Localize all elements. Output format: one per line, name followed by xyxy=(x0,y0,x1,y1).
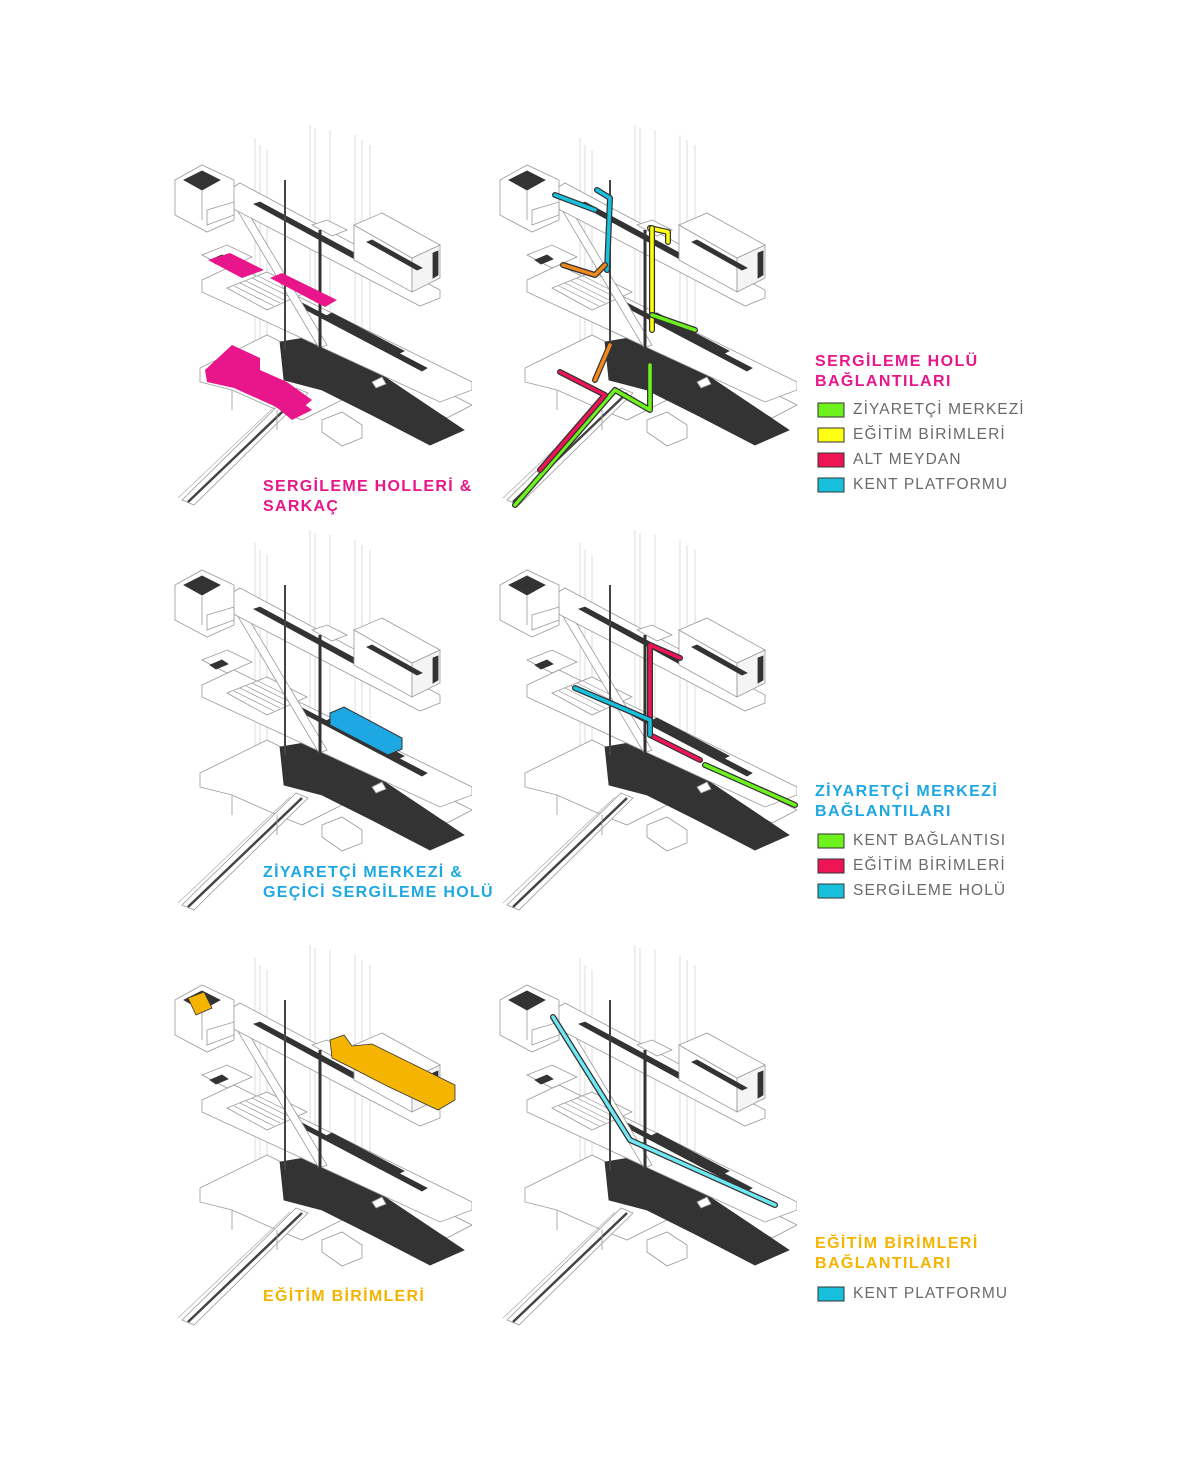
legend-label: ALT MEYDAN xyxy=(853,451,962,468)
visitor-center-highlight xyxy=(329,706,403,756)
caption-visitor-center: ZİYARETÇİ MERKEZİ & GEÇİCİ SERGİLEME HOL… xyxy=(263,863,494,903)
caption-line: GEÇİCİ SERGİLEME HOLÜ xyxy=(263,884,494,901)
legend-swatch xyxy=(817,477,845,493)
connection-lower-square xyxy=(538,370,607,472)
axonometric-instance xyxy=(498,943,797,1327)
visitor-center-connections-drawing xyxy=(498,528,798,912)
legend-item: SERGİLEME HOLÜ xyxy=(817,882,1006,900)
exhibition-highlight xyxy=(205,253,337,420)
swatch-fill xyxy=(817,477,845,493)
connection-orange xyxy=(561,263,607,277)
caption-line: SERGİLEME HOLLERİ & xyxy=(263,478,473,495)
legend-item: KENT PLATFORMU xyxy=(817,476,1025,494)
legend-item: KENT PLATFORMU xyxy=(817,1285,1008,1303)
legend-label: EĞİTİM BİRİMLERİ xyxy=(853,426,1006,443)
connection-exhibition-hall xyxy=(573,686,652,737)
caption-exhibition-halls: SERGİLEME HOLLERİ & SARKAÇ xyxy=(263,477,473,517)
connection-orange xyxy=(593,343,612,382)
axonometric-instance xyxy=(173,528,472,912)
legend-title-line: BAĞLANTILARI xyxy=(815,1255,952,1272)
legend-swatch xyxy=(817,883,845,899)
connection-education xyxy=(648,226,670,244)
legend-label: KENT PLATFORMU xyxy=(853,476,1009,493)
caption-line: ZİYARETÇİ MERKEZİ & xyxy=(263,864,464,881)
legend-label: KENT BAĞLANTISI xyxy=(853,832,1007,849)
legend-label: ZİYARETÇİ MERKEZİ xyxy=(853,401,1025,418)
connection-visitor-center xyxy=(650,313,697,332)
connection-visitor-center xyxy=(513,363,652,507)
legend-swatch xyxy=(817,402,845,418)
caption-line: EĞİTİM BİRİMLERİ xyxy=(263,1288,426,1305)
legend-title-visitor-center: ZİYARETÇİ MERKEZİ BAĞLANTILARI xyxy=(815,782,998,822)
legend-swatch xyxy=(817,1286,845,1302)
legend-label: SERGİLEME HOLÜ xyxy=(853,882,1007,899)
axonometric-instance xyxy=(498,123,797,507)
connection-city-link xyxy=(703,763,797,807)
highlight-zone xyxy=(270,273,337,307)
legend-item: ZİYARETÇİ MERKEZİ xyxy=(817,401,1025,419)
legend-item: KENT BAĞLANTISI xyxy=(817,832,1006,850)
legend-item: ALT MEYDAN xyxy=(817,451,1025,469)
legend-title-line: SERGİLEME HOLÜ xyxy=(815,353,979,370)
connection-lines xyxy=(550,1014,778,1208)
legend-title-line: BAĞLANTILARI xyxy=(815,803,952,820)
axonometric-instance xyxy=(173,943,472,1327)
education-connections-drawing xyxy=(498,943,797,1327)
legend-title-line: EĞİTİM BİRİMLERİ xyxy=(815,1235,979,1252)
highlight-zone xyxy=(208,253,264,278)
legend-label: KENT PLATFORMU xyxy=(853,1285,1009,1302)
legend-swatch xyxy=(817,833,845,849)
swatch-fill xyxy=(817,883,845,899)
connection-lines xyxy=(572,642,798,808)
caption-line: SARKAÇ xyxy=(263,498,340,515)
legend-swatch xyxy=(817,858,845,874)
swatch-fill xyxy=(817,858,845,874)
legend-education: KENT PLATFORMU xyxy=(817,1285,1008,1310)
connection-education xyxy=(648,643,702,762)
connection-city-platform xyxy=(553,193,597,212)
legend-title-line: ZİYARETÇİ MERKEZİ xyxy=(815,783,999,800)
legend-item: EĞİTİM BİRİMLERİ xyxy=(817,857,1006,875)
connection-city-platform xyxy=(551,1015,777,1207)
swatch-fill xyxy=(817,402,845,418)
legend-swatch xyxy=(817,452,845,468)
caption-education-units: EĞİTİM BİRİMLERİ xyxy=(263,1287,425,1307)
education-highlight-box xyxy=(329,1034,456,1111)
swatch-fill xyxy=(817,452,845,468)
connection-city-platform xyxy=(595,188,612,272)
legend-title-exhibition: SERGİLEME HOLÜ BAĞLANTILARI xyxy=(815,352,979,392)
education-units-drawing xyxy=(173,943,472,1327)
swatch-fill xyxy=(817,1286,845,1302)
legend-exhibition: ZİYARETÇİ MERKEZİ EĞİTİM BİRİMLERİ ALT M… xyxy=(817,401,1025,501)
legend-title-line: BAĞLANTILARI xyxy=(815,373,952,390)
legend-title-education: EĞİTİM BİRİMLERİ BAĞLANTILARI xyxy=(815,1234,979,1274)
highlight-zone xyxy=(270,393,312,420)
legend-label: EĞİTİM BİRİMLERİ xyxy=(853,857,1006,874)
legend-item: EĞİTİM BİRİMLERİ xyxy=(817,426,1025,444)
connection-lines xyxy=(512,187,698,508)
education-highlight-room xyxy=(187,991,213,1016)
exhibition-connections-drawing xyxy=(498,123,797,508)
axonometric-instance xyxy=(173,123,472,507)
swatch-fill xyxy=(817,427,845,443)
exhibition-halls-drawing xyxy=(173,123,472,507)
legend-visitor-center: KENT BAĞLANTISI EĞİTİM BİRİMLERİ SERGİLE… xyxy=(817,832,1006,907)
legend-swatch xyxy=(817,427,845,443)
visitor-center-drawing xyxy=(173,528,472,912)
swatch-fill xyxy=(817,833,845,849)
